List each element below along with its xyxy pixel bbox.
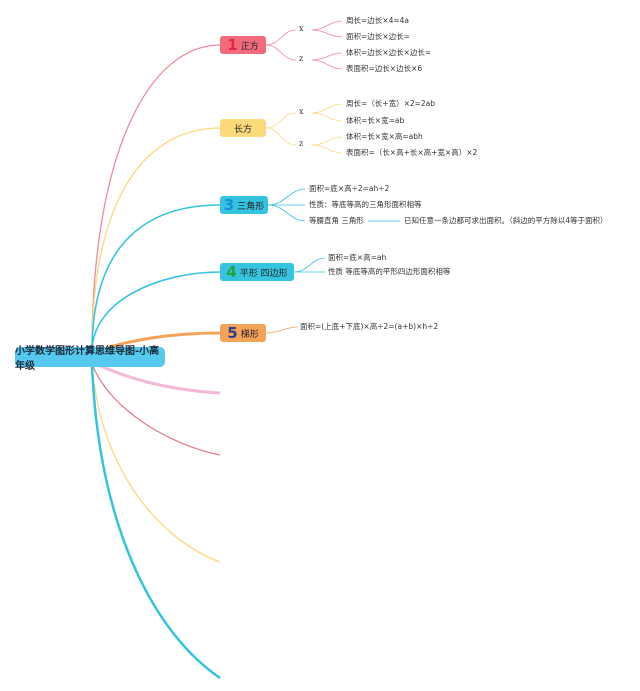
leaf-parallelogram-property[interactable]: 性质 等底等高的平形四边形面积相等 [328, 267, 451, 276]
para-to-area-line [293, 257, 326, 273]
branch-line-parallelogram [91, 271, 221, 353]
branch-line-empty-red [91, 363, 221, 456]
branch-label-rectangle: 长方 [233, 124, 252, 135]
branch-line-empty-blue [90, 363, 221, 680]
square-group-z[interactable]: z [299, 54, 304, 63]
rect-to-z-line [265, 127, 297, 146]
branch-line-rectangle [91, 127, 221, 353]
z-to-volume-line [311, 52, 343, 61]
branch-label-trapezoid: 梯形 [240, 329, 259, 340]
trap-to-area-line [265, 326, 299, 334]
leaf-cube-surface[interactable]: 表面积=边长×边长×6 [346, 64, 423, 73]
branch-line-square [91, 44, 221, 353]
branch-label-parallelogram: 平形 四边形 [239, 268, 288, 279]
tri-to-area-line [267, 188, 306, 206]
leaf-isosceles-note[interactable]: 已知任意一条边都可求出面积。（斜边的平方除以4等于面积） [404, 216, 608, 225]
branch-number-1: 1 [227, 35, 238, 54]
branch-line-empty-pink [91, 360, 221, 395]
branch-line-empty-yellow [91, 363, 221, 563]
leaf-parallelogram-area[interactable]: 面积=底×高=ah [328, 253, 387, 262]
square-to-z-line [265, 44, 297, 61]
root-node[interactable]: 小学数学图形计算思维导图-小高年级 [15, 346, 165, 372]
rect-group-z[interactable]: z [299, 139, 304, 148]
rect-to-x-line [265, 112, 297, 129]
leaf-cuboid-surface[interactable]: 表面积=（长×高+长×高+宽×高）×2 [346, 148, 478, 157]
rx-to-area-line [311, 112, 343, 122]
branch-node-rectangle[interactable]: 长方 [220, 119, 266, 137]
leaf-rect-perimeter[interactable]: 周长=（长+宽）×2=2ab [346, 99, 436, 108]
branch-label-square: 正方 [240, 41, 259, 52]
branch-node-square[interactable]: 1 正方 [220, 36, 266, 54]
leaf-rect-area[interactable]: 体积=长×宽=ab [346, 116, 405, 125]
x-to-perimeter-line [311, 20, 343, 31]
rz-to-surface-line [311, 144, 343, 154]
branch-node-triangle[interactable]: 3 三角形 [220, 196, 268, 214]
x-to-area-line [311, 29, 343, 38]
rx-to-perimeter-line [311, 103, 343, 114]
branch-node-trapezoid[interactable]: 5 梯形 [220, 324, 266, 342]
leaf-square-area[interactable]: 面积=边长×边长= [346, 32, 410, 41]
leaf-trapezoid-area[interactable]: 面积=(上底+下底)×高÷2=(a+b)×h÷2 [300, 322, 439, 331]
branch-label-triangle: 三角形 [237, 201, 265, 212]
leaf-triangle-property[interactable]: 性质：等底等高的三角形面积相等 [309, 200, 422, 209]
leaf-cuboid-volume[interactable]: 体积=长×宽×高=abh [346, 132, 423, 141]
branch-number-4: 4 [226, 262, 237, 281]
square-to-x-line [265, 29, 297, 46]
branch-node-parallelogram[interactable]: 4 平形 四边形 [220, 263, 294, 281]
z-to-surface-line [311, 59, 343, 70]
leaf-cube-volume[interactable]: 体积=边长×边长×边长= [346, 48, 432, 57]
leaf-square-perimeter[interactable]: 周长=边长×4=4a [346, 16, 409, 25]
leaf-isosceles-right-triangle[interactable]: 等腰直角 三角形 [309, 216, 364, 225]
rz-to-volume-line [311, 136, 343, 146]
root-label: 小学数学图形计算思维导图-小高年级 [15, 346, 160, 372]
leaf-triangle-area[interactable]: 面积=底×高÷2=ah÷2 [309, 184, 390, 193]
tri-to-isosceles-line [267, 204, 306, 222]
branch-line-triangle [91, 204, 221, 353]
branch-number-3: 3 [223, 195, 235, 214]
rect-group-x[interactable]: x [299, 107, 304, 116]
square-group-x[interactable]: x [299, 24, 304, 33]
branch-number-5: 5 [227, 323, 238, 342]
